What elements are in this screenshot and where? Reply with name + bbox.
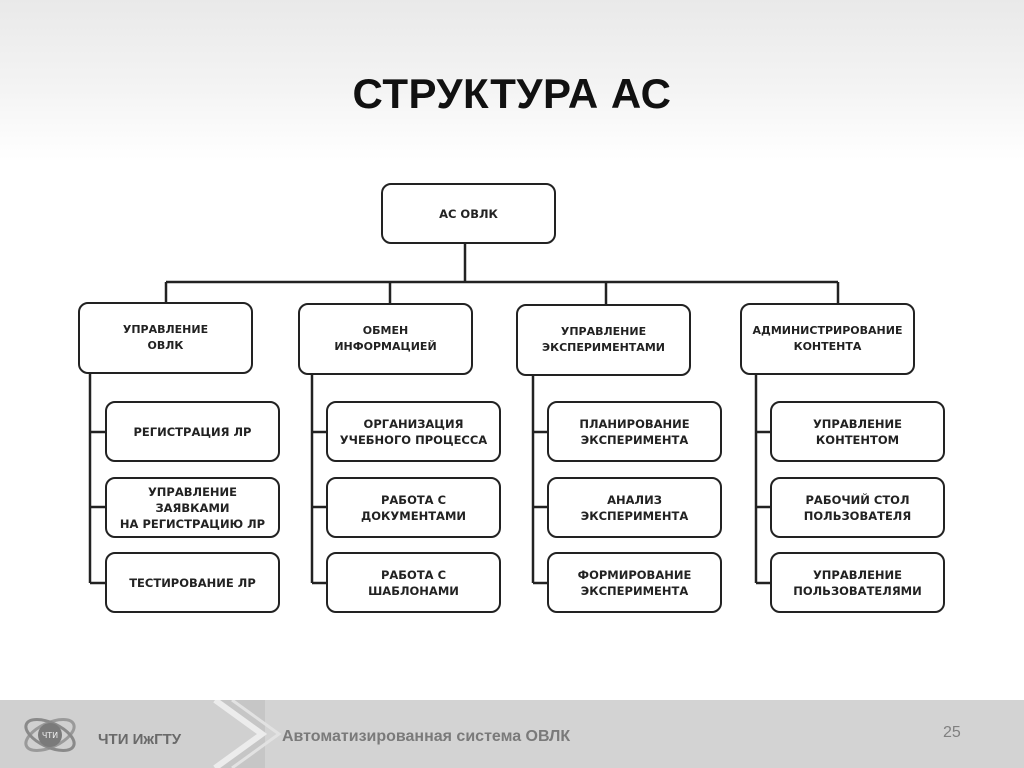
- page-number: 25: [943, 724, 961, 741]
- leaf-node: РАБОТА С ДОКУМЕНТАМИ: [326, 477, 501, 538]
- leaf-node: РЕГИСТРАЦИЯ ЛР: [105, 401, 280, 462]
- leaf-node: РАБОЧИЙ СТОЛ ПОЛЬЗОВАТЕЛЯ: [770, 477, 945, 538]
- root-node: АС ОВЛК: [381, 183, 556, 244]
- category-node-content-administration: АДМИНИСТРИРОВАНИЕ КОНТЕНТА: [740, 303, 915, 375]
- institute-logo-icon: ЧТИ: [24, 718, 76, 752]
- connector-lines: [88, 243, 840, 585]
- leaf-node: ПЛАНИРОВАНИЕ ЭКСПЕРИМЕНТА: [547, 401, 722, 462]
- footer-system-name: Автоматизированная система ОВЛК: [282, 728, 571, 745]
- leaf-node: ОРГАНИЗАЦИЯ УЧЕБНОГО ПРОЦЕССА: [326, 401, 501, 462]
- leaf-node: ФОРМИРОВАНИЕ ЭКСПЕРИМЕНТА: [547, 552, 722, 613]
- leaf-node: ТЕСТИРОВАНИЕ ЛР: [105, 552, 280, 613]
- footer-bar: ЧТИ ЧТИ ИжГТУ Автоматизированная система…: [0, 700, 1024, 768]
- category-node-ovlk-management: УПРАВЛЕНИЕ ОВЛК: [78, 302, 253, 374]
- logo-text: ЧТИ: [42, 731, 58, 740]
- leaf-node: АНАЛИЗ ЭКСПЕРИМЕНТА: [547, 477, 722, 538]
- slide-title: СТРУКТУРА АС: [352, 70, 672, 117]
- leaf-node: УПРАВЛЕНИЕ КОНТЕНТОМ: [770, 401, 945, 462]
- leaf-node: РАБОТА С ШАБЛОНАМИ: [326, 552, 501, 613]
- leaf-node: УПРАВЛЕНИЕ ПОЛЬЗОВАТЕЛЯМИ: [770, 552, 945, 613]
- leaf-node: УПРАВЛЕНИЕ ЗАЯВКАМИ НА РЕГИСТРАЦИЮ ЛР: [105, 477, 280, 538]
- footer-organization: ЧТИ ИжГТУ: [98, 731, 182, 748]
- category-node-information-exchange: ОБМЕН ИНФОРМАЦИЕЙ: [298, 303, 473, 375]
- category-node-experiment-management: УПРАВЛЕНИЕ ЭКСПЕРИМЕНТАМИ: [516, 304, 691, 376]
